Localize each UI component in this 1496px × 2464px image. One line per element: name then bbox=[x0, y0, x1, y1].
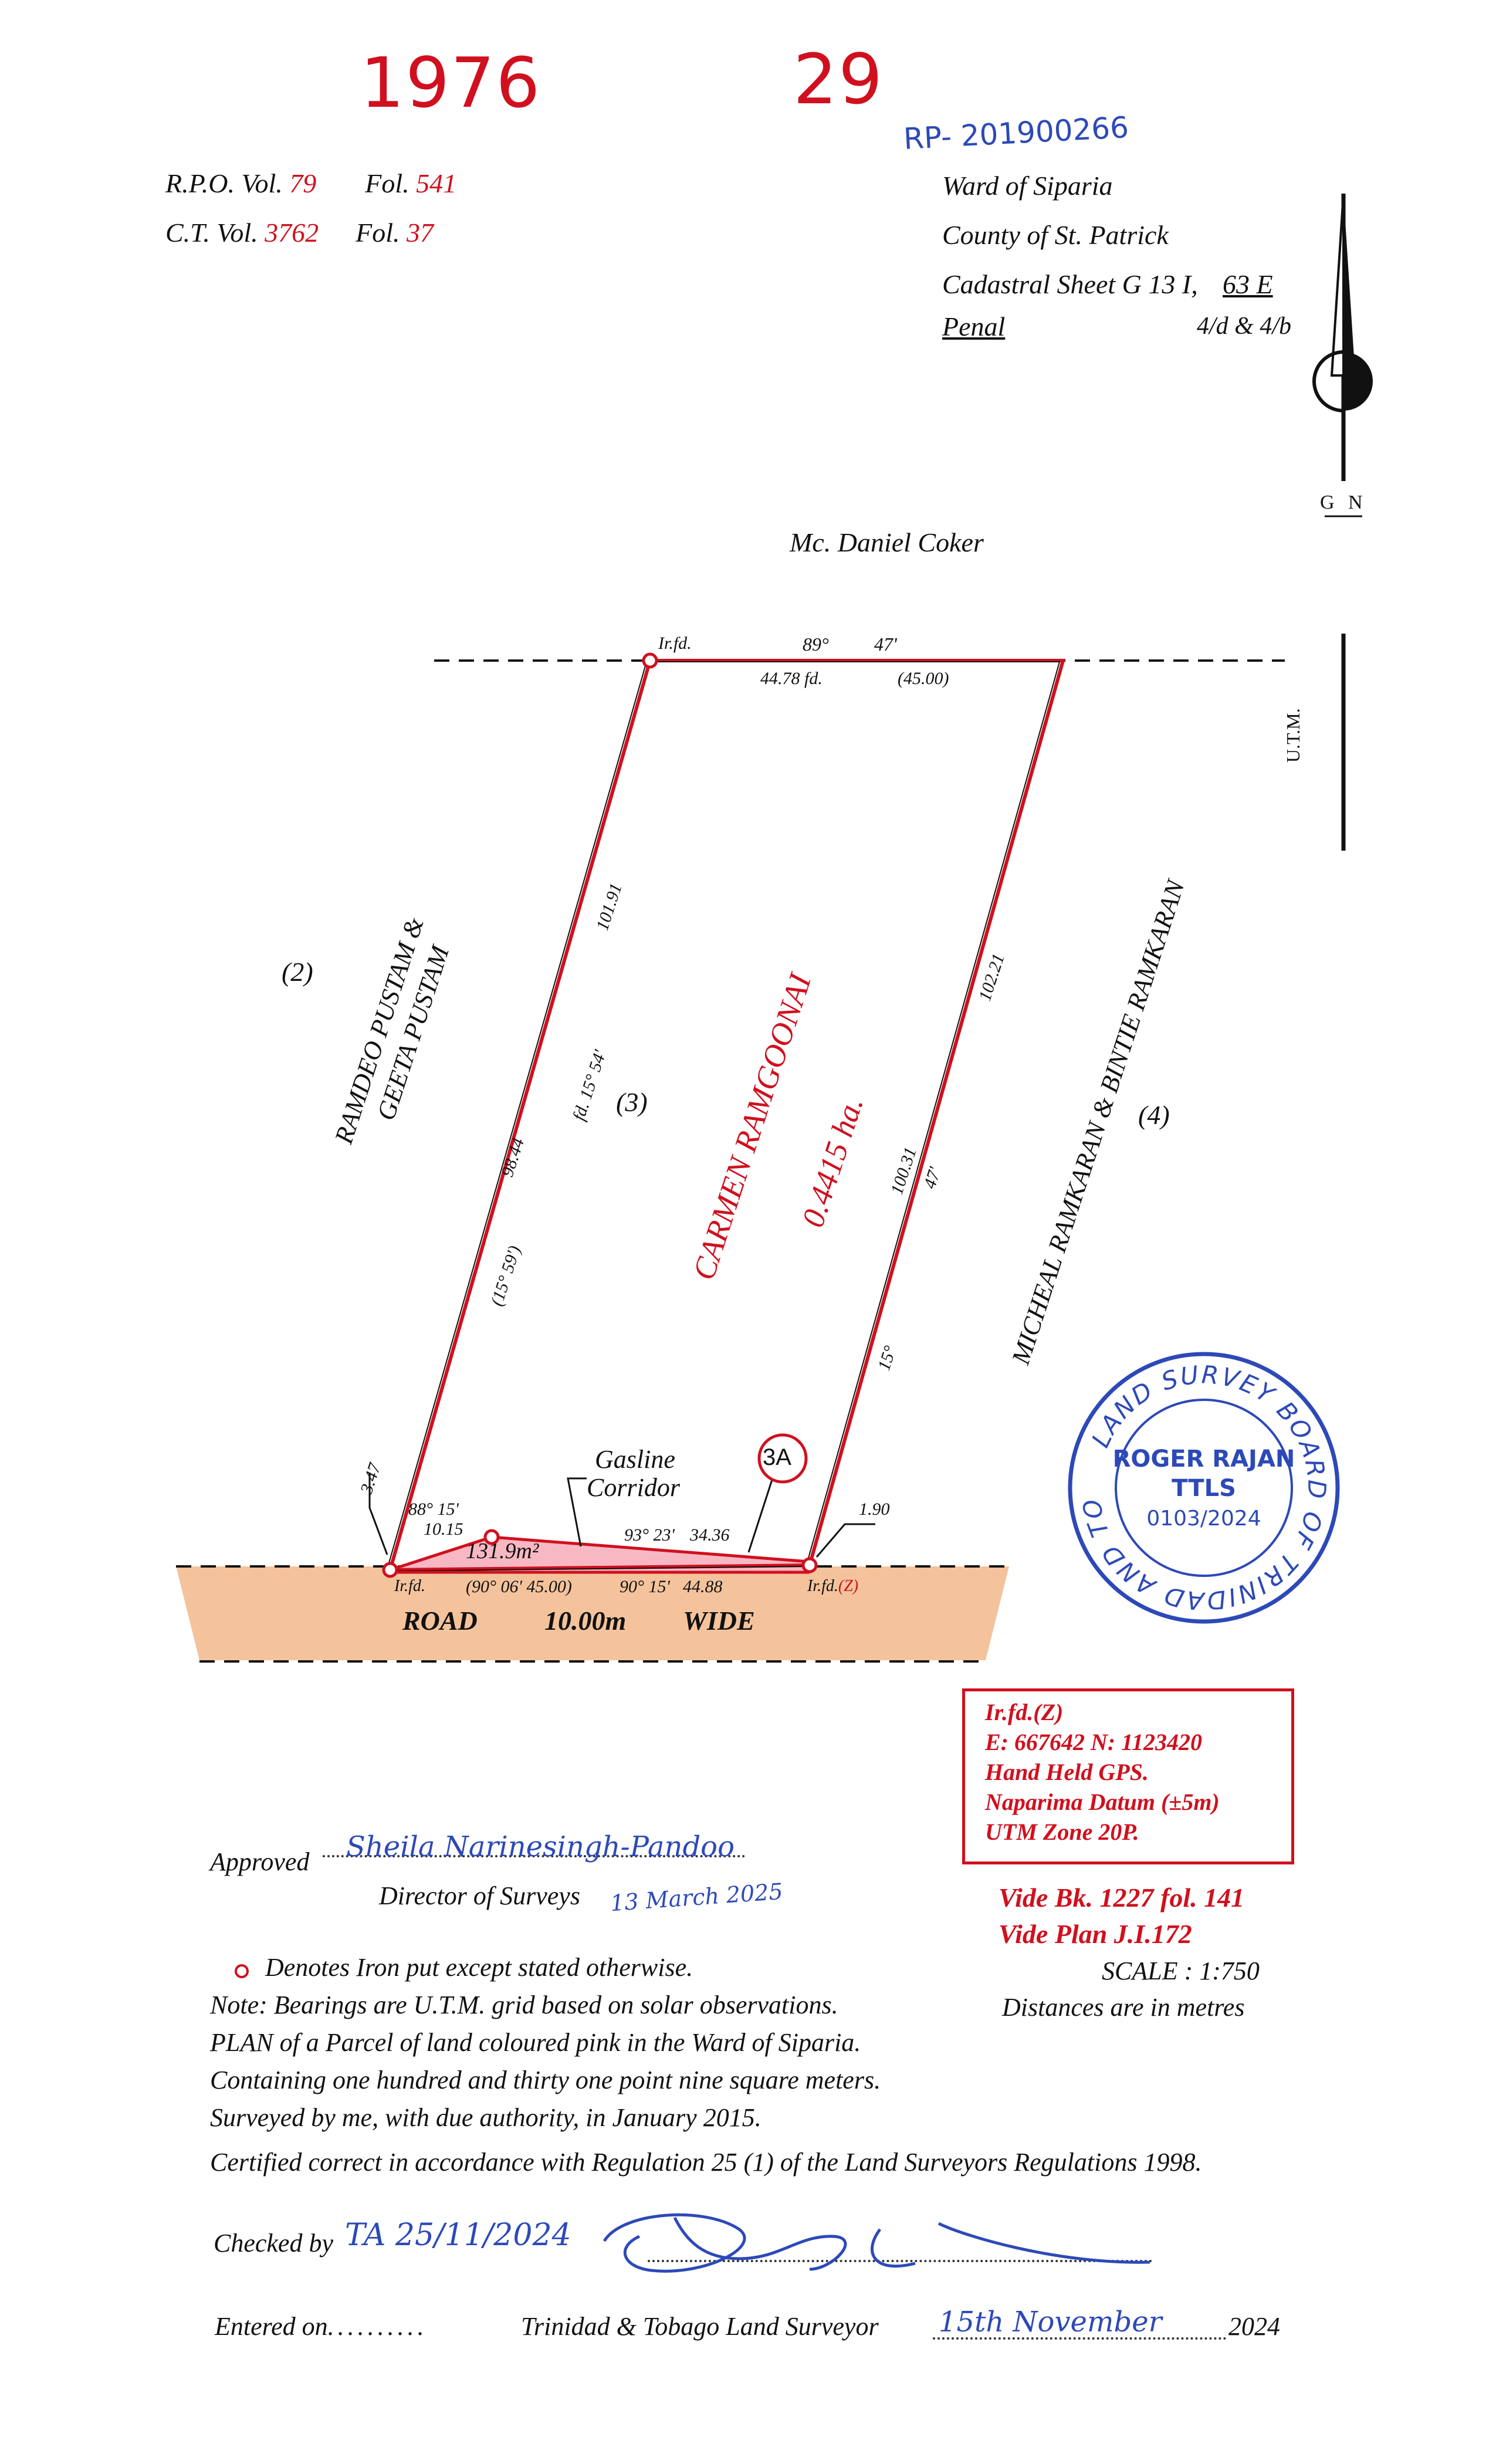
surveyor-date-day: 15th November bbox=[939, 2306, 1162, 2338]
gps-line-2: E: 667642 N: 1123420 bbox=[985, 1729, 1202, 1755]
ct-reference: C.T. Vol. 3762 Fol. 37 bbox=[165, 217, 434, 248]
road-width: 10.00m bbox=[544, 1606, 627, 1636]
ct-folio: 37 bbox=[407, 218, 434, 248]
seal-name: ROGER RAJAN bbox=[1112, 1446, 1295, 1473]
north-owner: Mc. Daniel Coker bbox=[790, 527, 984, 557]
plan-page: 29 bbox=[793, 39, 884, 120]
seal-ring: LAND SURVEY BOARD OF TRINIDAD AND TOBAGO bbox=[1063, 1347, 1340, 1624]
entered-label: Entered on.......... bbox=[215, 2312, 428, 2341]
gps-line-1: Ir.fd.(Z) bbox=[985, 1699, 1064, 1725]
south-bearing-b: 93° 23' bbox=[624, 1525, 675, 1545]
iron-mark-north bbox=[642, 652, 658, 669]
ct-volume: 3762 bbox=[265, 218, 319, 248]
corridor-label-line2: Corridor bbox=[587, 1473, 680, 1502]
plan-number: 1976 bbox=[360, 42, 541, 123]
ward-label: Ward of Siparia bbox=[942, 171, 1113, 201]
parcel-3a-area: 131.9m² bbox=[466, 1539, 539, 1563]
approved-dots bbox=[323, 1855, 745, 1857]
road-bearing-b: 90° 15' bbox=[620, 1577, 670, 1596]
gps-line-5: UTM Zone 20P. bbox=[985, 1819, 1139, 1845]
top-bearing-degrees: 89° bbox=[803, 634, 829, 655]
south-bearing-a: 88° 15' bbox=[408, 1500, 459, 1519]
sw-offset-pointer bbox=[368, 1473, 388, 1555]
cadastral-sheet: Cadastral Sheet G 13 I, bbox=[942, 269, 1198, 299]
ct-folio-label: Fol. bbox=[356, 218, 400, 248]
rpo-volume: 79 bbox=[289, 168, 317, 198]
surveyor-date-dots bbox=[933, 2337, 1226, 2340]
se-iron-label: Ir.fd.(Z) bbox=[807, 1577, 858, 1596]
road-surface bbox=[176, 1566, 1009, 1660]
gps-line-4: Naparima Datum (±5m) bbox=[985, 1789, 1220, 1815]
legend-note: Denotes Iron put except stated otherwise… bbox=[265, 1953, 693, 1982]
rpo-label: R.P.O. Vol. bbox=[165, 168, 283, 198]
south-distance-b: 34.36 bbox=[690, 1525, 730, 1545]
parcel-3a-circle bbox=[757, 1433, 808, 1484]
top-distance: (45.00) bbox=[898, 669, 949, 688]
se-offset-pointer bbox=[815, 1523, 875, 1558]
west-lot-number: (2) bbox=[282, 957, 313, 987]
seal-number: 0103/2024 bbox=[1146, 1507, 1261, 1531]
vide-book: Vide Bk. 1227 fol. 141 bbox=[999, 1883, 1245, 1913]
surveyor-label: Trinidad & Tobago Land Surveyor bbox=[521, 2312, 879, 2341]
distance-units: Distances are in metres bbox=[1002, 1993, 1245, 2022]
district-label: Penal bbox=[942, 312, 1006, 341]
road-wide-label: WIDE bbox=[683, 1606, 755, 1636]
gps-line-3: Hand Held GPS. bbox=[985, 1759, 1149, 1785]
east-lot-number: (4) bbox=[1138, 1100, 1170, 1130]
iron-legend-icon bbox=[235, 1964, 249, 1978]
vide-plan: Vide Plan J.I.172 bbox=[999, 1919, 1192, 1949]
iron-mark-corridor bbox=[483, 1529, 500, 1545]
corridor-label-line1: Gasline bbox=[595, 1445, 675, 1474]
se-iron-z: (Z) bbox=[838, 1577, 859, 1595]
entered-label-text: Entered on bbox=[215, 2312, 328, 2341]
approved-label: Approved bbox=[210, 1847, 310, 1876]
ct-label: C.T. Vol. bbox=[165, 218, 258, 248]
rpo-reference: R.P.O. Vol. 79 Fol. 541 bbox=[165, 168, 456, 199]
sub-reference: 4/d & 4/b bbox=[1197, 313, 1292, 340]
road-bearing-a: (90° 06' 45.00) bbox=[466, 1577, 572, 1596]
road-distance: 44.88 bbox=[683, 1577, 723, 1596]
certification-statement: Certified correct in accordance with Reg… bbox=[210, 2148, 1202, 2177]
south-distance-a: 10.15 bbox=[424, 1519, 463, 1539]
sw-iron-label: Ir.fd. bbox=[394, 1577, 425, 1595]
road-label: ROAD bbox=[402, 1606, 478, 1636]
top-distance-found: 44.78 fd. bbox=[760, 669, 823, 688]
rpo-folio-label: Fol. bbox=[365, 168, 409, 198]
bearings-note: Note: Bearings are U.T.M. grid based on … bbox=[210, 1991, 838, 2019]
approver-signature: Sheila Narinesingh-Pandoo bbox=[346, 1830, 735, 1863]
parcel-3a-fill bbox=[390, 1537, 810, 1572]
cadastral-sheet-ref: 63 E bbox=[1223, 269, 1273, 299]
area-description: Containing one hundred and thirty one po… bbox=[210, 2066, 881, 2094]
corridor-pointer bbox=[567, 1477, 587, 1547]
parcel-3a-id: 3A bbox=[763, 1444, 791, 1470]
survey-statement: Surveyed by me, with due authority, in J… bbox=[210, 2103, 761, 2132]
top-iron-label: Ir.fd. bbox=[658, 634, 692, 653]
land-survey-board-seal: LAND SURVEY BOARD OF TRINIDAD AND TOBAGO… bbox=[1063, 1347, 1345, 1629]
checked-label: Checked by bbox=[214, 2229, 333, 2257]
main-lot-number: (3) bbox=[616, 1087, 648, 1117]
plan-description: PLAN of a Parcel of land coloured pink i… bbox=[210, 2028, 861, 2057]
grid-north-n: N bbox=[1348, 492, 1363, 513]
grid-north-g: G bbox=[1320, 492, 1335, 513]
iron-mark-southeast bbox=[801, 1557, 818, 1573]
surveyor-year: 2024 bbox=[1228, 2312, 1280, 2341]
gps-info-box: Ir.fd.(Z) E: 667642 N: 1123420 Hand Held… bbox=[962, 1688, 1294, 1864]
director-label: Director of Surveys bbox=[379, 1881, 580, 1910]
se-offset: 1.90 bbox=[859, 1500, 890, 1519]
parcel-3a-pointer bbox=[747, 1472, 776, 1553]
se-iron-text: Ir.fd. bbox=[807, 1577, 838, 1595]
signature-dots bbox=[648, 2260, 1152, 2262]
checked-value: TA 25/11/2024 bbox=[345, 2218, 571, 2253]
iron-mark-southwest bbox=[382, 1562, 398, 1578]
top-bearing-minutes: 47' bbox=[874, 634, 897, 655]
county-label: County of St. Patrick bbox=[942, 220, 1169, 250]
scale: SCALE : 1:750 bbox=[1102, 1957, 1260, 1985]
seal-title: TTLS bbox=[1172, 1475, 1236, 1502]
rpo-folio: 541 bbox=[416, 168, 457, 198]
